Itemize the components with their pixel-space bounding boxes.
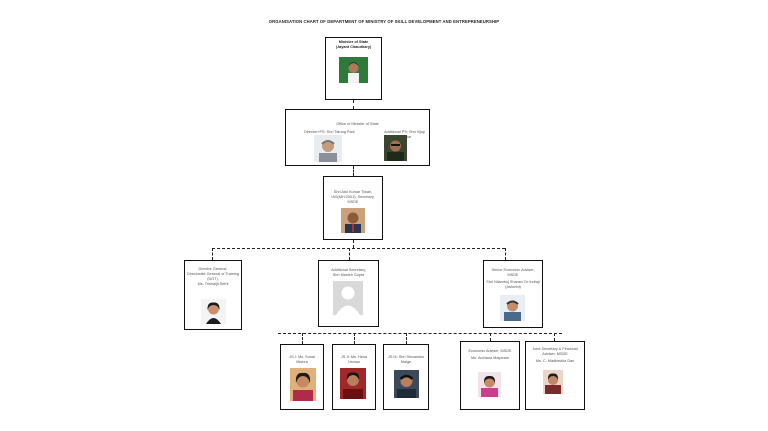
as-title: Additional Secretary, (331, 268, 366, 272)
connector (354, 333, 355, 344)
as-name: Shri Manish Gupta (332, 272, 365, 277)
connector (406, 333, 407, 344)
connector (278, 333, 562, 334)
sea-title: Senior Economic Adviser, MSDE (491, 268, 535, 277)
avatar-placeholder-icon (333, 281, 363, 315)
sea-name: Shri Nilambuj Sharan/ Dr Indraji (486, 279, 540, 284)
connector (349, 248, 350, 260)
dg-org-abbr: (DGT), (207, 276, 219, 281)
office-box: Office of Minister of State Director+PS:… (285, 109, 430, 166)
connector (505, 248, 506, 260)
office-heading: Office of Minister of State (336, 122, 379, 126)
js3-name: JS-III: Shri Shivanshu (387, 355, 425, 359)
director-general-photo (201, 299, 226, 324)
connector (212, 248, 213, 260)
js1-photo (290, 368, 316, 401)
additional-ps-photo (384, 135, 407, 161)
minister-name: (Jayant Chaudhary) (335, 44, 372, 49)
connector (353, 166, 354, 176)
js3-photo (394, 370, 419, 398)
connector (490, 333, 491, 341)
minister-photo (339, 57, 368, 83)
js3-name-cont: Malge (400, 359, 412, 364)
js2-name: JS-II: Ms. Hena Usman (340, 355, 368, 364)
secretary-designation: IAS(MH:2001), Secretary, MSDE (331, 194, 375, 204)
connector (353, 100, 354, 109)
sea-name-alt: (Ashwini) (505, 284, 521, 289)
ea-name: Ms. Archana Mayaram (471, 355, 509, 360)
office-left-label: Director+PS: Shri Tatung Padi (304, 130, 355, 134)
connector (212, 248, 505, 249)
secretary-photo (341, 208, 365, 233)
jsfa-name: Ms. C. Madhavika Das (535, 358, 575, 363)
economic-adviser-photo (478, 372, 501, 397)
connector (554, 333, 555, 341)
js2-photo (340, 368, 366, 399)
secretary-name: Shri Atul Kumar Tiwari, (333, 190, 373, 194)
dg-title: Director General, (198, 267, 228, 271)
jsfa-title: Joint Secretary & Financial (532, 347, 578, 351)
senior-economic-adviser-photo (500, 295, 525, 321)
dg-org: Directorate General of Training (187, 271, 239, 276)
joint-secretary-fa-photo (543, 370, 563, 394)
chart-title: ORGANISATION CHART OF DEPARTMENT OF MINI… (268, 19, 500, 24)
connector (353, 240, 354, 248)
jsfa-title-cont: Adviser, MSDE (542, 351, 568, 356)
director-ps-photo (314, 135, 342, 162)
dg-name: Ms. Trishaljit Sethi (197, 281, 229, 286)
ea-title: Economic Adviser, MSDE (468, 349, 512, 353)
minister-title: Minister of State (338, 40, 369, 44)
connector (302, 333, 303, 344)
js1-name: JS-I: Ms. Sonal Mishra (289, 355, 315, 364)
